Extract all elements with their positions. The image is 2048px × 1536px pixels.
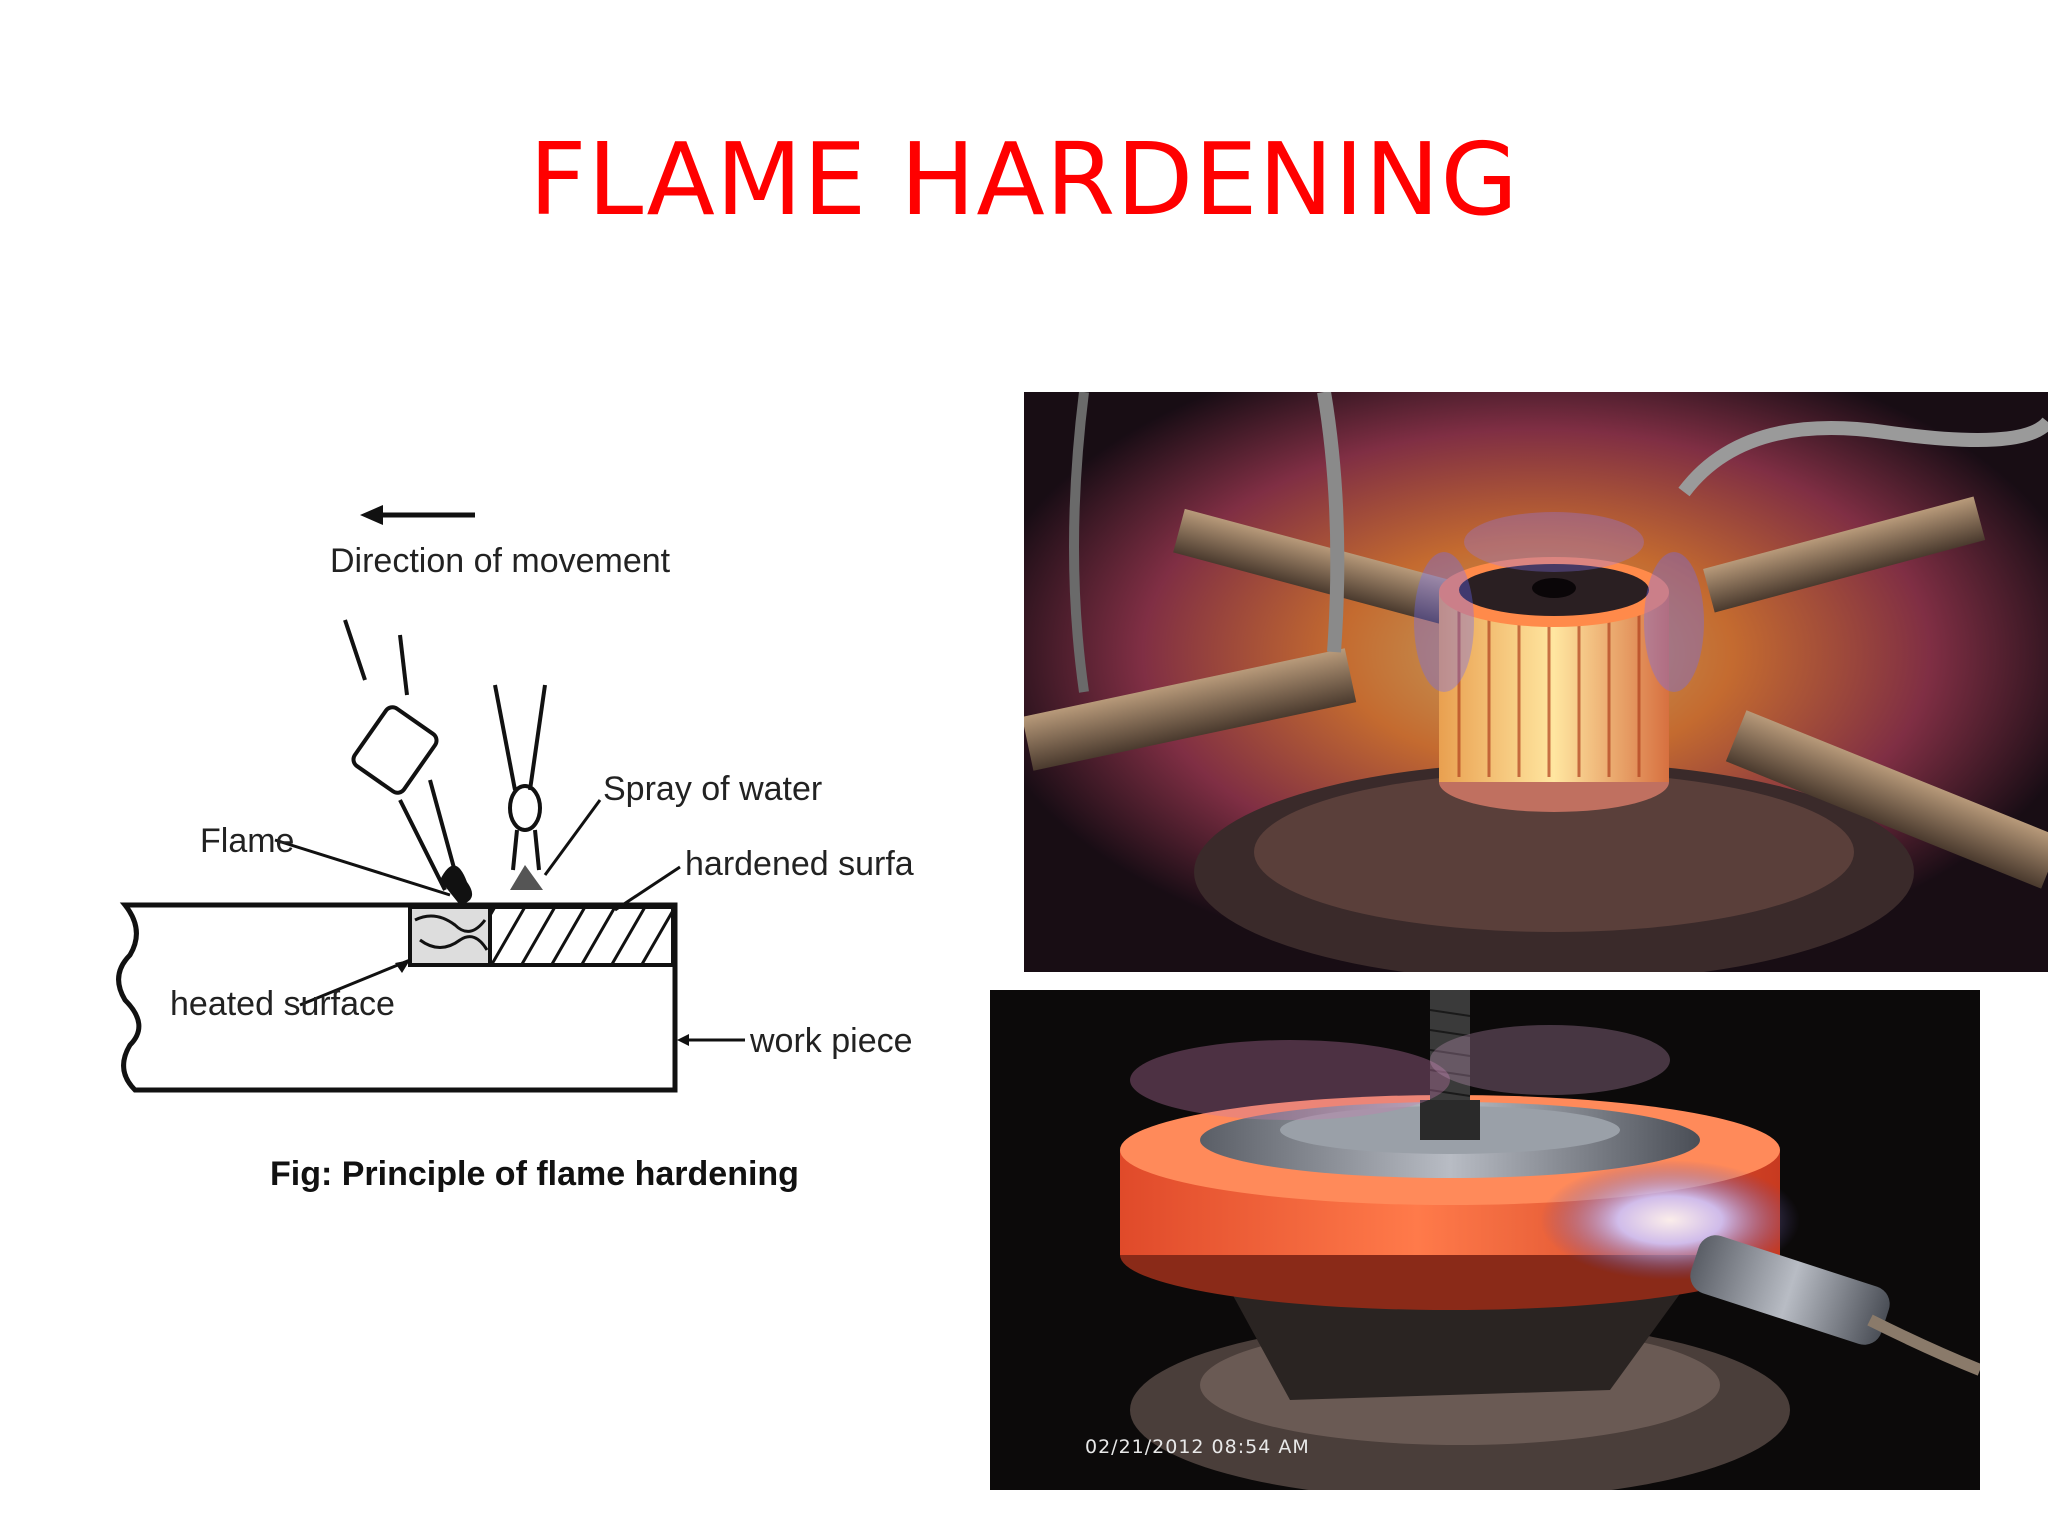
- hardened-zone: [488, 905, 675, 967]
- flame-label: Flame: [200, 822, 294, 860]
- hardened-label: hardened surface: [685, 845, 915, 883]
- water-nozzle-icon: [493, 684, 547, 871]
- diagram-caption: Fig: Principle of flame hardening: [270, 1155, 799, 1193]
- flame-icon: [440, 865, 473, 905]
- water-spray-icon: [510, 865, 543, 890]
- direction-label: Direction of movement: [330, 542, 671, 580]
- workpiece-label: work piece: [749, 1022, 913, 1060]
- disc-hardening-photo: 02/21/2012 08:54 AM: [990, 990, 1980, 1490]
- direction-arrow-icon: [360, 505, 475, 525]
- heated-label: heated surface: [170, 985, 395, 1023]
- gear-hardening-photo: [1024, 392, 2048, 972]
- torch-icon: [343, 619, 462, 891]
- heated-zone: [408, 905, 492, 967]
- photo-timestamp: 02/21/2012 08:54 AM: [1085, 1436, 1310, 1458]
- slide-title: FLAME HARDENING: [528, 121, 1520, 238]
- diagram-drawing: Direction of movement: [116, 505, 950, 1193]
- spray-label: Spray of water: [603, 770, 822, 808]
- flame-hardening-diagram: Direction of movement: [115, 470, 950, 1230]
